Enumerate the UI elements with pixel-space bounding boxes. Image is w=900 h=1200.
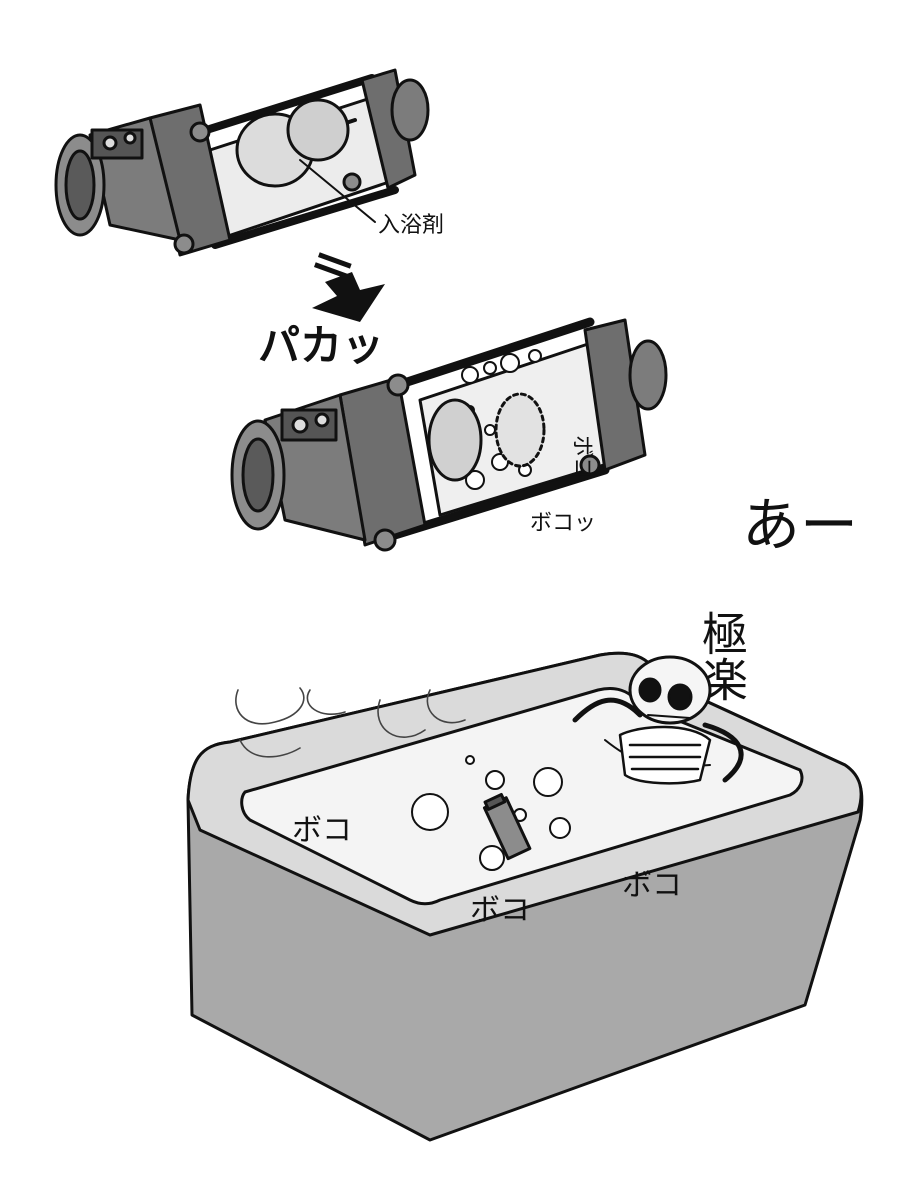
canister-closed <box>54 68 430 257</box>
canister-bubble-sound: ボコ <box>569 435 594 479</box>
canister-bubble-sound-small: ボコッ <box>530 511 596 536</box>
down-arrow-icon <box>312 252 385 322</box>
relax-exclaim: あー <box>742 491 858 559</box>
pop-sound-label: パカッ <box>258 321 384 370</box>
bath-bubble-sound-3: ボコ <box>622 868 682 903</box>
skeleton <box>572 655 744 785</box>
bath-bubble-sound-1: ボコ <box>292 813 352 848</box>
bath-bubble-sound-2: ボコ <box>470 893 530 928</box>
canister-bubbling <box>230 317 668 552</box>
bath-additive-label: 入浴剤 <box>378 213 444 238</box>
bathtub <box>186 651 864 1142</box>
